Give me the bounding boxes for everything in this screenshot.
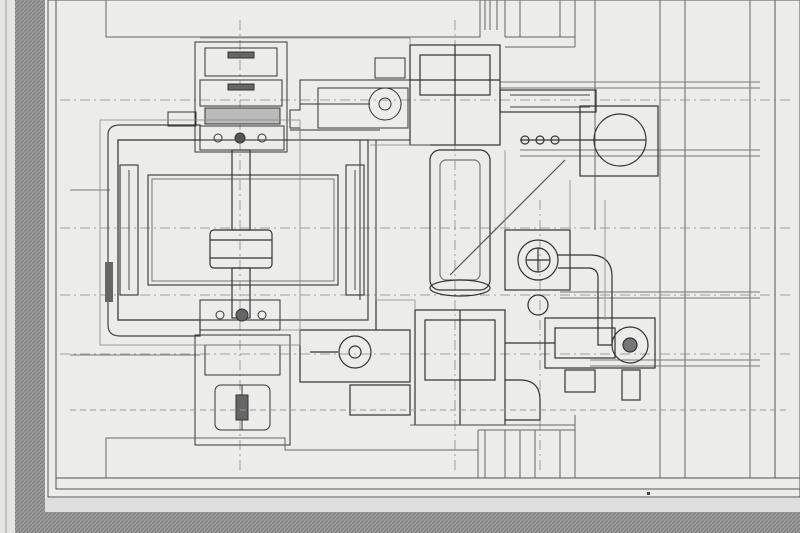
- bottom-left-block: [194, 299, 291, 446]
- lower-body: [299, 300, 541, 426]
- top-structure: [105, 0, 751, 478]
- bottom-structure: [70, 409, 790, 478]
- left-margin-shadow: [15, 0, 45, 533]
- right-pipe: [504, 229, 613, 346]
- main-column: [409, 44, 597, 297]
- right-tank: [520, 105, 659, 177]
- left-edge-strip: [0, 0, 15, 533]
- bottom-tick-mark: [647, 492, 650, 495]
- border-frame: [47, 0, 800, 498]
- long-lines: [70, 81, 760, 367]
- bottom-margin-shadow: [15, 512, 800, 533]
- connecting-outlines: [99, 37, 606, 346]
- lower-right-engine: [505, 317, 656, 401]
- central-shaft: [209, 149, 273, 319]
